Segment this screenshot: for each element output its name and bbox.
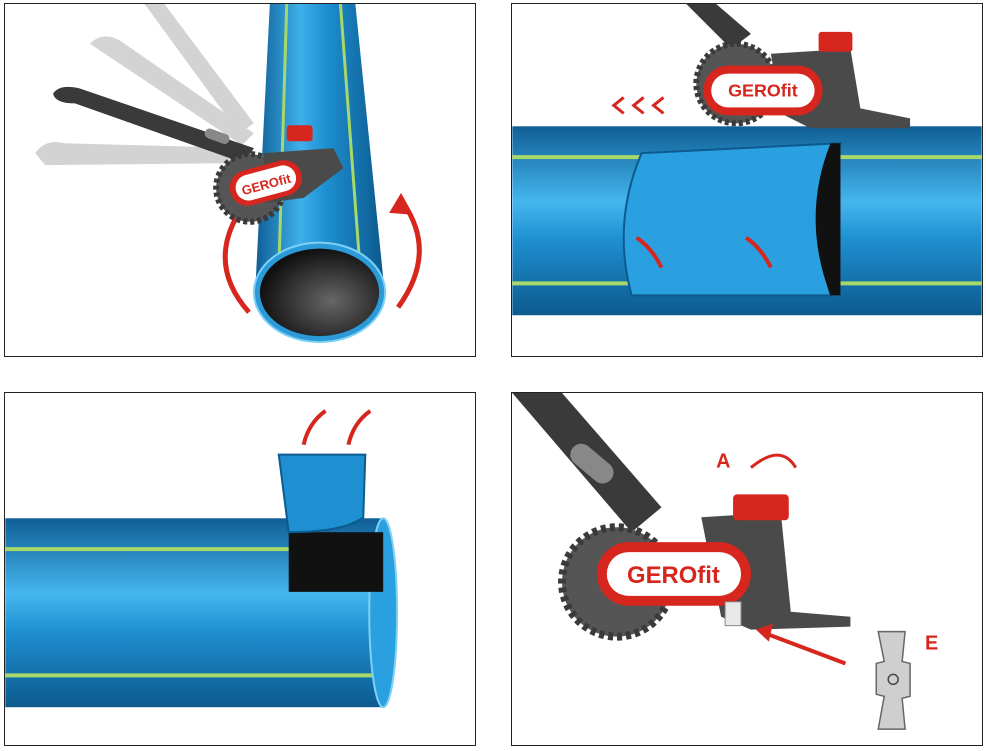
horizontal-pipe <box>5 517 399 709</box>
label-e: E <box>925 633 938 655</box>
step-1-panel: GEROfit <box>4 3 476 357</box>
step-4-illustration: GEROfit A E <box>512 393 938 730</box>
peeled-strip <box>622 142 842 297</box>
step-2-illustration: GEROfit <box>512 4 982 316</box>
scrape-direction-arrows <box>635 236 773 269</box>
step-4-panel: GEROfit A E <box>511 392 983 746</box>
pipe-scraper-tool: GEROfit <box>53 86 344 225</box>
remove-strip-arrows <box>301 409 372 446</box>
move-left-arrows-icon <box>611 96 665 115</box>
step-3-illustration <box>5 409 399 709</box>
insert-blade-arrow-icon <box>760 629 847 666</box>
ghost-handle-positions <box>35 4 254 166</box>
step-3-panel <box>4 392 476 746</box>
vertical-pipe <box>252 4 387 344</box>
brand-logo: GEROfit <box>627 562 720 589</box>
label-a: A <box>716 451 730 473</box>
blade-part-icon <box>875 630 911 730</box>
adjust-knob-icon <box>733 494 789 521</box>
arrowhead-icon <box>389 192 414 215</box>
step-2-panel: GEROfit <box>511 3 983 357</box>
adjust-knob-icon <box>286 125 313 142</box>
pipe-scraper-tool: GEROfit <box>512 393 851 641</box>
brand-logo: GEROfit <box>728 80 798 100</box>
peeled-strip <box>277 453 367 534</box>
turn-knob-arrow-icon <box>750 453 798 469</box>
step-1-illustration: GEROfit <box>35 4 422 344</box>
pipe-scraper-tool: GEROfit <box>686 4 911 129</box>
adjust-knob-icon <box>818 31 853 52</box>
